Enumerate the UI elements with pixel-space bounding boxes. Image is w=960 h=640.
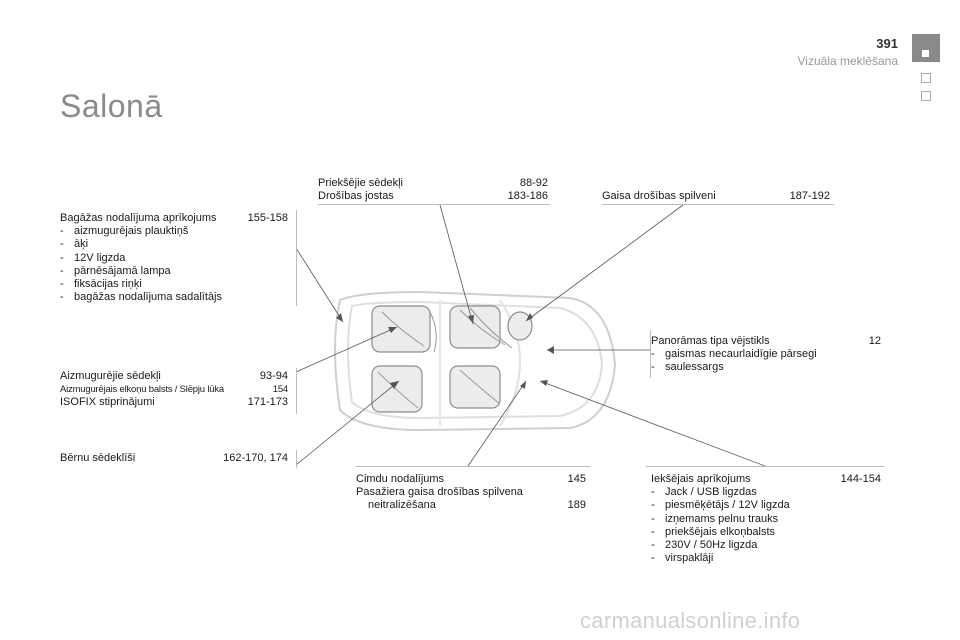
list-item: pārnēsājamā lampa — [60, 265, 288, 278]
list-item: bagāžas nodalījuma sadalītājs — [60, 291, 288, 304]
watermark: carmanualsonline.info — [580, 608, 801, 633]
list-item: 230V / 50Hz ligzda — [651, 539, 881, 552]
list-item: piesmēķētājs / 12V ligzda — [651, 499, 881, 512]
rear-armrest-row: Aizmugurējais elkoņu balsts / Slēpju lūk… — [60, 384, 288, 396]
section-title: Vizuāla meklēšana — [797, 54, 898, 68]
list-item: 12V ligzda — [60, 252, 288, 265]
seat-belts — [377, 307, 513, 409]
leader-lines — [295, 204, 766, 467]
airbag-deactivation-row: Pasažiera gaisa drošības spilvena — [356, 486, 523, 499]
list-item: āķi — [60, 238, 288, 251]
section-tab-empty-icon — [921, 91, 931, 101]
page-title: Salonā — [60, 88, 163, 124]
list-item: saulessargs — [651, 361, 881, 374]
list-item: aizmugurējais plauktiņš — [60, 225, 288, 238]
page-number: 391 — [876, 36, 898, 51]
arrow-heads — [336, 313, 554, 389]
list-item: gaismas necaurlaidīgie pārsegi — [651, 348, 881, 361]
tab-dot-icon — [922, 50, 929, 57]
section-tab-empty-icon — [921, 73, 931, 83]
section-tab-active — [912, 34, 940, 62]
list-item: izņemams pelnu trauks — [651, 513, 881, 526]
list-item: virspaklāji — [651, 552, 881, 565]
list-item: fiksācijas riņķi — [60, 278, 288, 291]
car-outline — [334, 290, 617, 432]
list-item: priekšējais elkoņbalsts — [651, 526, 881, 539]
seats — [371, 305, 533, 413]
list-item: Jack / USB ligzdas — [651, 486, 881, 499]
